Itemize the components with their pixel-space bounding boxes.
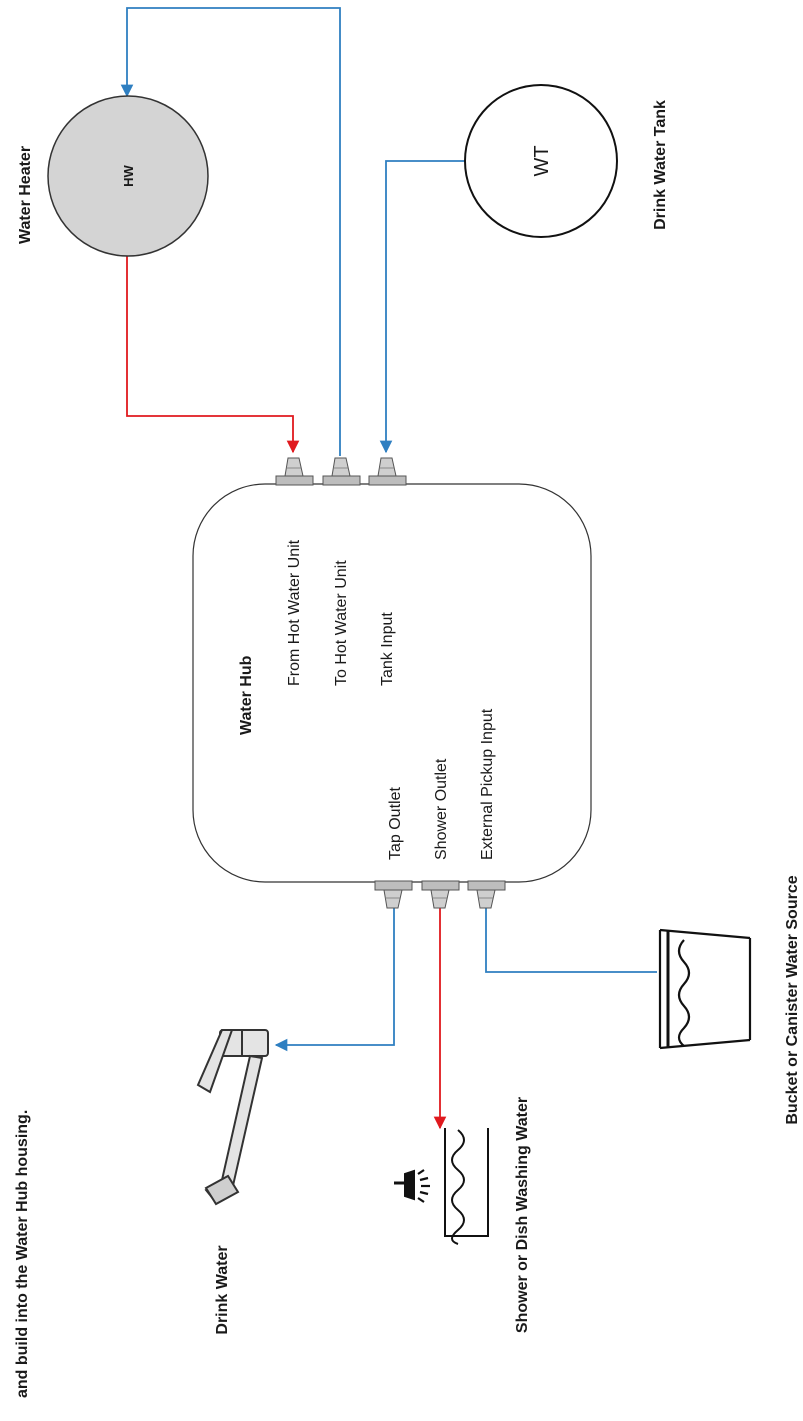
- port-label-from-hot-water: From Hot Water Unit: [286, 539, 303, 686]
- pipe-tank-to-hub: [379, 160, 466, 454]
- caption-text: and build into the Water Hub housing.: [14, 1110, 31, 1398]
- port-label-tap-outlet: Tap Outlet: [387, 787, 404, 860]
- port-label-shower-outlet: Shower Outlet: [433, 758, 450, 860]
- pipe-bucket-to-hub: [479, 886, 657, 973]
- pipe-hub-to-heater: [120, 7, 341, 456]
- fitting-from-hot-water: [275, 457, 314, 486]
- fitting-tap-outlet: [374, 880, 413, 909]
- port-label-tank-input: Tank Input: [379, 612, 396, 686]
- drink-water-tank-label: Drink Water Tank: [652, 100, 669, 230]
- fitting-tank-input: [368, 457, 407, 486]
- pipe-heater-to-hub: [126, 256, 300, 454]
- drink-water-tank-code: WT: [531, 145, 553, 176]
- pipe-hub-to-tap: [274, 890, 395, 1052]
- faucet-icon: [196, 1029, 269, 1206]
- fitting-shower-outlet: [421, 880, 460, 909]
- drink-water-label: Drink Water: [214, 1245, 231, 1334]
- water-heater-code: HW: [121, 164, 136, 186]
- drink-water-tank-icon: [464, 84, 618, 238]
- bucket-label: Bucket or Canister Water Source: [784, 875, 801, 1124]
- shower-icon: [394, 1128, 489, 1245]
- shower-label: Shower or Dish Washing Water: [514, 1097, 531, 1333]
- water-hub-title: Water Hub: [238, 655, 255, 735]
- fitting-external-pickup: [467, 880, 506, 909]
- water-heater-label: Water Heater: [17, 146, 34, 244]
- port-label-external-pickup: External Pickup Input: [479, 708, 496, 860]
- bucket-icon: [658, 928, 752, 1050]
- water-heater-icon: [47, 95, 209, 257]
- fitting-to-hot-water: [322, 457, 361, 486]
- port-label-to-hot-water: To Hot Water Unit: [333, 560, 350, 686]
